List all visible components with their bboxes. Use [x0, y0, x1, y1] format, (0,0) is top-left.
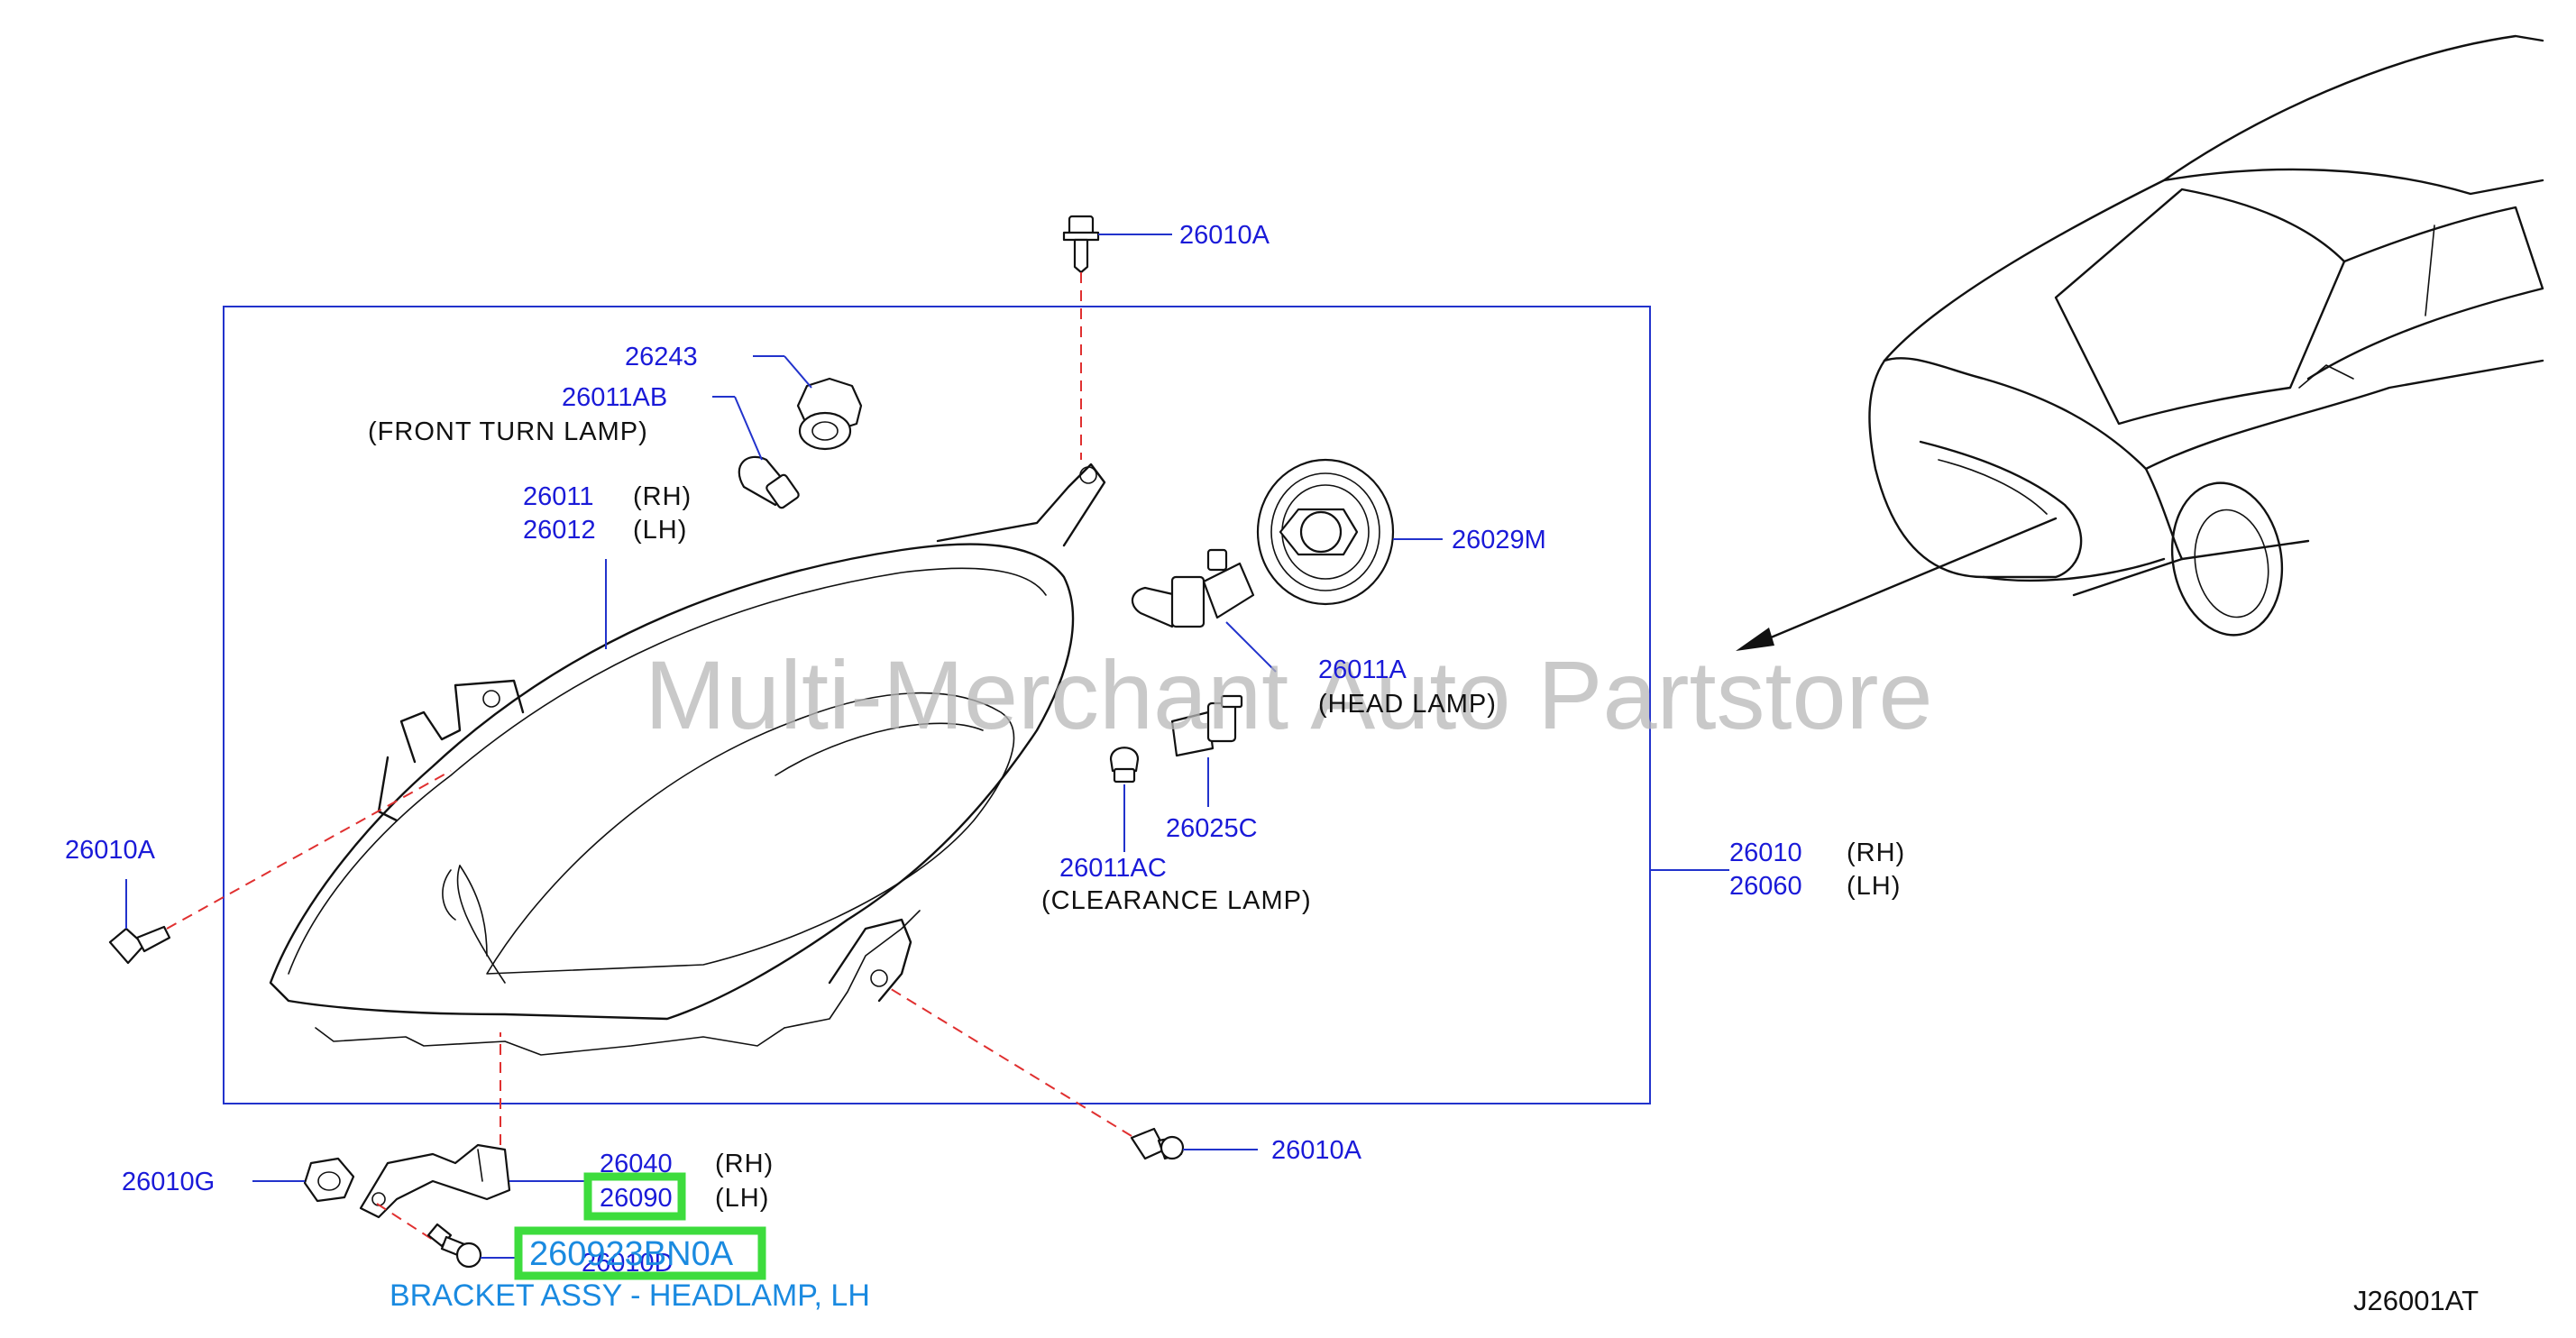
callout-bolt-left[interactable]: 26010A [65, 836, 156, 865]
callout-bracket-lh[interactable]: 26090 [600, 1184, 673, 1213]
head-lamp-bulb-illustration [1131, 548, 1255, 628]
headlamp-housing-illustration [269, 463, 1106, 1056]
bracket-rh-side: (RH) [715, 1150, 774, 1178]
callout-socket-c[interactable]: 26025C [1166, 814, 1258, 843]
turn-lamp-socket-illustration [796, 377, 863, 451]
clearance-lamp-socket-illustration [1170, 694, 1243, 757]
callout-nut[interactable]: 26010G [122, 1168, 215, 1196]
lamp-unit-lh-side: (LH) [633, 516, 687, 545]
callout-cover[interactable]: 26029M [1452, 526, 1546, 554]
callout-clearance-bulb[interactable]: 26011AC [1059, 854, 1167, 883]
clearance-lamp-description: (CLEARANCE LAMP) [1041, 886, 1312, 915]
callout-assy-lh[interactable]: 26060 [1729, 872, 1802, 901]
highlight-part-description: BRACKET ASSY - HEADLAMP, LH [390, 1278, 870, 1313]
bolt-bottom-illustration [426, 1223, 482, 1269]
callout-lamp-unit-lh[interactable]: 26012 [523, 516, 596, 545]
bracket-lh-side: (LH) [715, 1184, 769, 1213]
callout-turn-bulb[interactable]: 26011AB [562, 383, 667, 412]
callout-assy-rh[interactable]: 26010 [1729, 839, 1802, 867]
bracket-lh-highlight-box [583, 1172, 686, 1221]
watermark: Multi-Merchant Auto Partstore [645, 640, 1933, 749]
nut-illustration [303, 1157, 355, 1203]
highlight-part-number[interactable]: 260923BN0A [529, 1235, 734, 1273]
assy-lh-side: (LH) [1847, 872, 1901, 901]
callout-bolt-right[interactable]: 26010A [1271, 1136, 1362, 1165]
assy-rh-side: (RH) [1847, 839, 1905, 867]
bolt-left-illustration [108, 925, 171, 965]
turn-lamp-description: (FRONT TURN LAMP) [368, 417, 648, 446]
lamp-unit-rh-side: (RH) [633, 482, 692, 511]
head-lamp-description: (HEAD LAMP) [1318, 690, 1497, 719]
turn-lamp-bulb-illustration [738, 455, 800, 509]
headlamp-assembly-frame [223, 306, 1651, 1104]
vehicle-outline-illustration [1736, 34, 2544, 651]
diagram-reference-code: J26001AT [2353, 1285, 2479, 1316]
callout-head-bulb[interactable]: 26011A [1318, 655, 1407, 684]
highlight-part-box [514, 1226, 766, 1280]
clearance-lamp-bulb-illustration [1109, 747, 1140, 784]
callout-lamp-unit-rh[interactable]: 26011 [523, 482, 594, 511]
callout-bolt-top[interactable]: 26010A [1179, 221, 1270, 250]
bracket-illustration [359, 1143, 511, 1219]
bolt-top-illustration [1062, 215, 1100, 274]
bolt-right-illustration [1130, 1127, 1185, 1160]
headlamp-cover-illustration [1256, 458, 1395, 606]
callout-socket[interactable]: 26243 [625, 343, 698, 371]
